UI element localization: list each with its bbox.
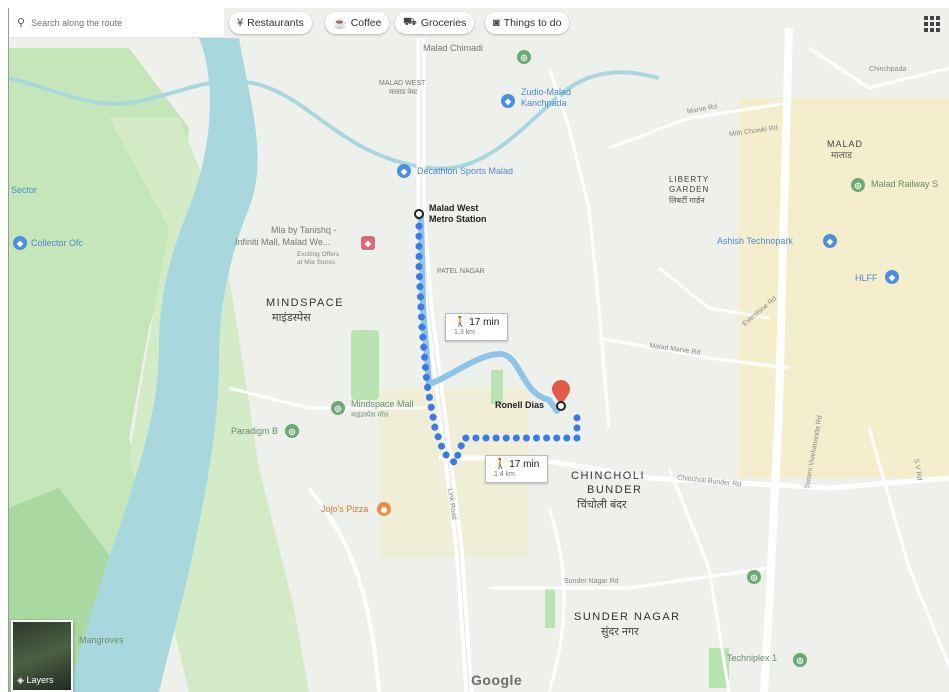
- chip-label: Things to do: [503, 17, 562, 29]
- chip-restaurants[interactable]: ¥ Restaurants: [229, 12, 312, 34]
- poi-pin-south[interactable]: ◎: [747, 570, 761, 584]
- poi-label-mia-3: Exciting Offers: [297, 251, 340, 258]
- poi-label-sports[interactable]: Decathlon Sports Malad: [417, 166, 514, 176]
- park-small: [491, 370, 503, 404]
- poi-pin-ashish[interactable]: ◆: [823, 234, 837, 248]
- poi-pin-zudio[interactable]: ◆: [501, 94, 515, 108]
- area-label-garden: GARDEN: [669, 185, 710, 194]
- route-info-alternate[interactable]: 🚶 17 min 1.3 km: [445, 313, 509, 342]
- poi-pin-mia[interactable]: ◈: [361, 236, 375, 250]
- destination-marker[interactable]: [556, 401, 566, 411]
- area-label-malad-west: MALAD WEST: [379, 80, 426, 87]
- layers-label: Layers: [26, 675, 54, 685]
- area-label-malad-west-hindi: मालाड वेस्ट: [389, 89, 418, 96]
- area-label-malad-hindi: मालाड: [831, 150, 852, 160]
- layers-button[interactable]: ◈ Layers: [11, 620, 73, 692]
- poi-label-jojos[interactable]: Jojo's Pizza: [321, 504, 369, 514]
- poi-label-malad-chimadi[interactable]: Malad Chimadi: [423, 43, 484, 53]
- poi-label-paradigm[interactable]: Paradigm B: [231, 426, 279, 436]
- poi-pin-mindspace-mall[interactable]: ◎: [331, 401, 345, 415]
- poi-label-mindspace-mall[interactable]: Mindspace Mall: [351, 399, 414, 409]
- area-label-liberty-hindi: लिबर्टी गार्डन: [669, 196, 705, 205]
- area-label-bunder: BUNDER: [587, 484, 643, 496]
- poi-label-hlff[interactable]: HLFF: [855, 273, 878, 283]
- cart-icon: ⛟: [403, 16, 417, 28]
- layers-icon: ◈: [17, 675, 24, 685]
- area-label-chincholi: CHINCHOLI: [571, 470, 646, 482]
- poi-pin-jojos[interactable]: ◉: [377, 502, 391, 516]
- coffee-icon: ☕: [333, 17, 347, 30]
- chip-things-to-do[interactable]: ◙ Things to do: [485, 12, 570, 34]
- restaurant-icon: ¥: [237, 17, 244, 29]
- poi-label-mia-1[interactable]: Mia by Tanishq -: [271, 225, 337, 235]
- poi-pin-malad-chimadi[interactable]: ◎: [517, 50, 531, 64]
- area-label-mindspace-hindi: माइंडस्पेस: [272, 312, 311, 324]
- chip-groceries[interactable]: ⛟ Groceries: [395, 12, 475, 34]
- route-distance: 1.3 km: [454, 329, 476, 336]
- origin-label-line1[interactable]: Malad West: [429, 203, 479, 213]
- area-label-patel-nagar: PATEL NAGAR: [437, 268, 485, 275]
- destination-label[interactable]: Ronell Dias: [495, 400, 545, 410]
- search-input[interactable]: [29, 16, 204, 29]
- poi-label-sector[interactable]: Sector: [11, 185, 38, 195]
- poi-pin-malad-station[interactable]: ◎: [851, 178, 865, 192]
- poi-pin-techniplex[interactable]: ◎: [793, 653, 807, 667]
- poi-pin-collector[interactable]: ◆: [13, 236, 27, 250]
- poi-pin-sports[interactable]: ◆: [397, 164, 411, 178]
- walking-icon: 🚶: [494, 459, 507, 470]
- destination-pin[interactable]: [552, 380, 570, 404]
- map-canvas[interactable]: MINDSPACE माइंडस्पेस CHINCHOLI BUNDER चि…: [8, 8, 949, 692]
- area-label-sunder-nagar-hindi: सुंदर नगर: [601, 626, 639, 638]
- area-label-chincholi-hindi: चिंचोली बंदर: [577, 499, 627, 511]
- chip-label: Groceries: [420, 17, 467, 29]
- route-time: 17 min: [509, 459, 540, 470]
- route-info-primary[interactable]: 🚶 17 min 1.4 km: [485, 455, 549, 484]
- water-creek: [69, 38, 258, 692]
- walking-icon: 🚶: [454, 317, 467, 328]
- poi-label-mia-4: at Mia Stores: [297, 259, 336, 266]
- chip-label: Restaurants: [247, 17, 304, 29]
- area-label-liberty: LIBERTY: [669, 175, 710, 184]
- road-label-sunder: Sunder Nagar Rd: [564, 578, 619, 585]
- poi-pin-hlff[interactable]: ◆: [885, 270, 899, 284]
- route-distance: 1.4 km: [494, 471, 516, 478]
- route-primary[interactable]: [415, 212, 581, 470]
- area-label-sunder-nagar: SUNDER NAGAR: [574, 611, 681, 623]
- poi-label-techniplex[interactable]: Techniplex 1: [727, 653, 778, 663]
- stream: [9, 70, 660, 171]
- chip-label: Coffee: [350, 17, 382, 29]
- poi-label-ashish[interactable]: Ashish Technopark: [717, 236, 793, 246]
- poi-label-mindspace-mall-hindi: माइंडस्पेस मॉल: [351, 412, 389, 419]
- park-sunder: [545, 588, 555, 628]
- poi-label-mia-2[interactable]: Infiniti Mall, Malad We...: [235, 237, 331, 247]
- poi-label-mangroves[interactable]: Mangroves: [79, 635, 124, 645]
- poi-label-malad-station[interactable]: Malad Railway S: [871, 179, 939, 189]
- route-alternate[interactable]: [418, 210, 560, 414]
- apps-grid-button[interactable]: [922, 14, 942, 34]
- camera-icon: ◙: [493, 17, 500, 29]
- google-logo: Google: [471, 672, 523, 688]
- poi-pin-paradigm[interactable]: ◎: [285, 424, 299, 438]
- road-sv: [760, 27, 793, 692]
- poi-label-zudio-2[interactable]: Kanchpada: [521, 98, 567, 108]
- route-time: 17 min: [469, 317, 500, 328]
- area-label-mindspace: MINDSPACE: [266, 297, 345, 309]
- search-icon: ⚲: [17, 17, 26, 29]
- chip-coffee[interactable]: ☕ Coffee: [325, 12, 390, 34]
- poi-label-zudio[interactable]: Zudio-Malad: [521, 87, 572, 97]
- area-label-malad: MALAD: [827, 139, 864, 149]
- origin-marker[interactable]: [414, 209, 424, 219]
- park-block: [351, 330, 379, 400]
- map-base-layer: [9, 27, 949, 692]
- poi-label-collector[interactable]: Collector Ofc: [31, 238, 84, 248]
- urban-area-malad: [739, 98, 949, 478]
- search-bar[interactable]: ⚲: [9, 8, 224, 38]
- poi-label-chinchpada: Chinchpada: [869, 66, 907, 73]
- origin-label-line2[interactable]: Metro Station: [429, 214, 487, 224]
